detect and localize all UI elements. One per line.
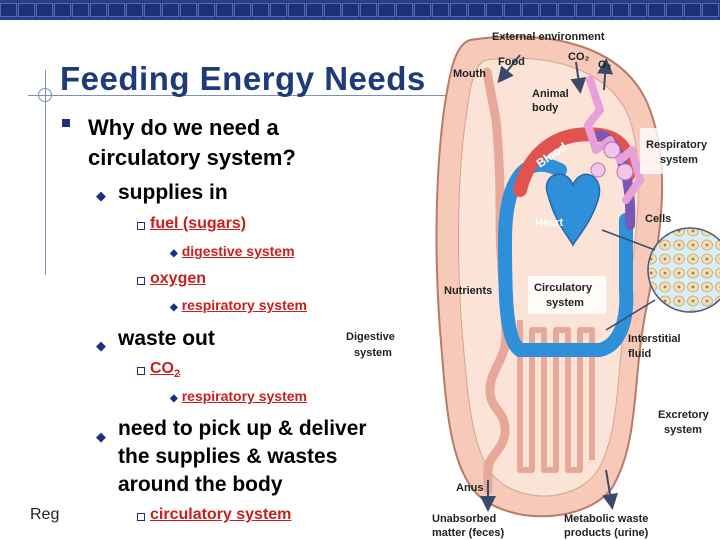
need-line-3: around the body [118, 473, 283, 496]
slide-title: Feeding Energy Needs [60, 60, 426, 97]
label-heart: Heart [535, 217, 563, 229]
digestive-coils [517, 320, 595, 473]
label-feces: matter (feces) [432, 527, 504, 539]
label-interstitial: Interstitial [628, 333, 681, 345]
respiratory-label-box [640, 128, 718, 174]
circulatory-system-link[interactable]: circulatory system [150, 506, 292, 523]
waste-out-text: waste out [118, 327, 215, 350]
digestive-tract [482, 67, 511, 495]
co2-link[interactable]: CO2 [150, 360, 181, 381]
label-respiratory-system: system [660, 154, 698, 166]
excretory-label-box [650, 402, 720, 442]
small-square-bullet-icon [137, 222, 145, 230]
label-food: Food [498, 56, 525, 68]
sub-bullet-icon: ◆ [170, 302, 178, 313]
square-bullet-icon [62, 119, 70, 127]
label-urine: products (urine) [564, 527, 649, 539]
oxygen-link[interactable]: oxygen [150, 270, 207, 287]
label-digestive-system: system [354, 347, 392, 359]
label-co2: CO₂ [568, 51, 590, 63]
label-animal: Animal [532, 88, 569, 100]
digestive-label-box [338, 324, 414, 364]
label-fluid: fluid [628, 348, 651, 360]
sub-bullet-icon: ◆ [170, 393, 178, 404]
fuel-sugars-link[interactable]: fuel (sugars) [150, 215, 247, 232]
question-line-2: circulatory system? [88, 145, 296, 170]
digestive-system-link[interactable]: ◆digestive system [170, 243, 295, 259]
diamond-bullet-icon: ◆ [96, 188, 106, 203]
label-circulatory-system: system [546, 297, 584, 309]
cells-inset [647, 227, 720, 313]
heart-shape [545, 173, 601, 248]
respiratory-system-link-1[interactable]: ◆respiratory system [170, 297, 307, 313]
top-bar [0, 0, 720, 20]
label-unabsorbed: Unabsorbed [432, 513, 496, 525]
respiratory-system-link-2[interactable]: ◆respiratory system [170, 388, 307, 404]
crosshair-vertical-line [45, 70, 46, 275]
label-mouth: Mouth [453, 68, 486, 80]
label-external-environment: External environment [492, 31, 605, 43]
supplies-in-text: supplies in [118, 181, 228, 204]
footer-text: Reg [30, 506, 60, 523]
respiratory-organ [584, 76, 644, 204]
label-respiratory: Respiratory [646, 139, 708, 151]
label-digestive: Digestive [346, 331, 395, 343]
diamond-bullet-icon: ◆ [96, 338, 106, 353]
label-anus: Anus [456, 482, 484, 494]
label-o2: O₂ [598, 59, 612, 71]
label-cells: Cells [645, 213, 671, 225]
question-line-1: Why do we need a [88, 115, 279, 140]
crosshair-horizontal-line [28, 95, 454, 96]
label-excretory-system: system [664, 424, 702, 436]
diamond-bullet-icon: ◆ [96, 429, 106, 444]
label-body: body [532, 102, 559, 114]
label-circulatory: Circulatory [534, 282, 593, 294]
sub-bullet-icon: ◆ [170, 248, 178, 259]
circulatory-label-box [528, 276, 606, 314]
small-square-bullet-icon [137, 367, 145, 375]
label-metabolic: Metabolic waste [564, 513, 648, 525]
need-line-1: need to pick up & deliver [118, 417, 367, 440]
small-square-bullet-icon [137, 277, 145, 285]
label-excretory: Excretory [658, 409, 710, 421]
small-square-bullet-icon [137, 513, 145, 521]
label-nutrients: Nutrients [444, 285, 492, 297]
need-line-2: the supplies & wastes [118, 445, 338, 468]
top-bar-pattern [0, 3, 719, 17]
crosshair-circle [38, 88, 52, 102]
